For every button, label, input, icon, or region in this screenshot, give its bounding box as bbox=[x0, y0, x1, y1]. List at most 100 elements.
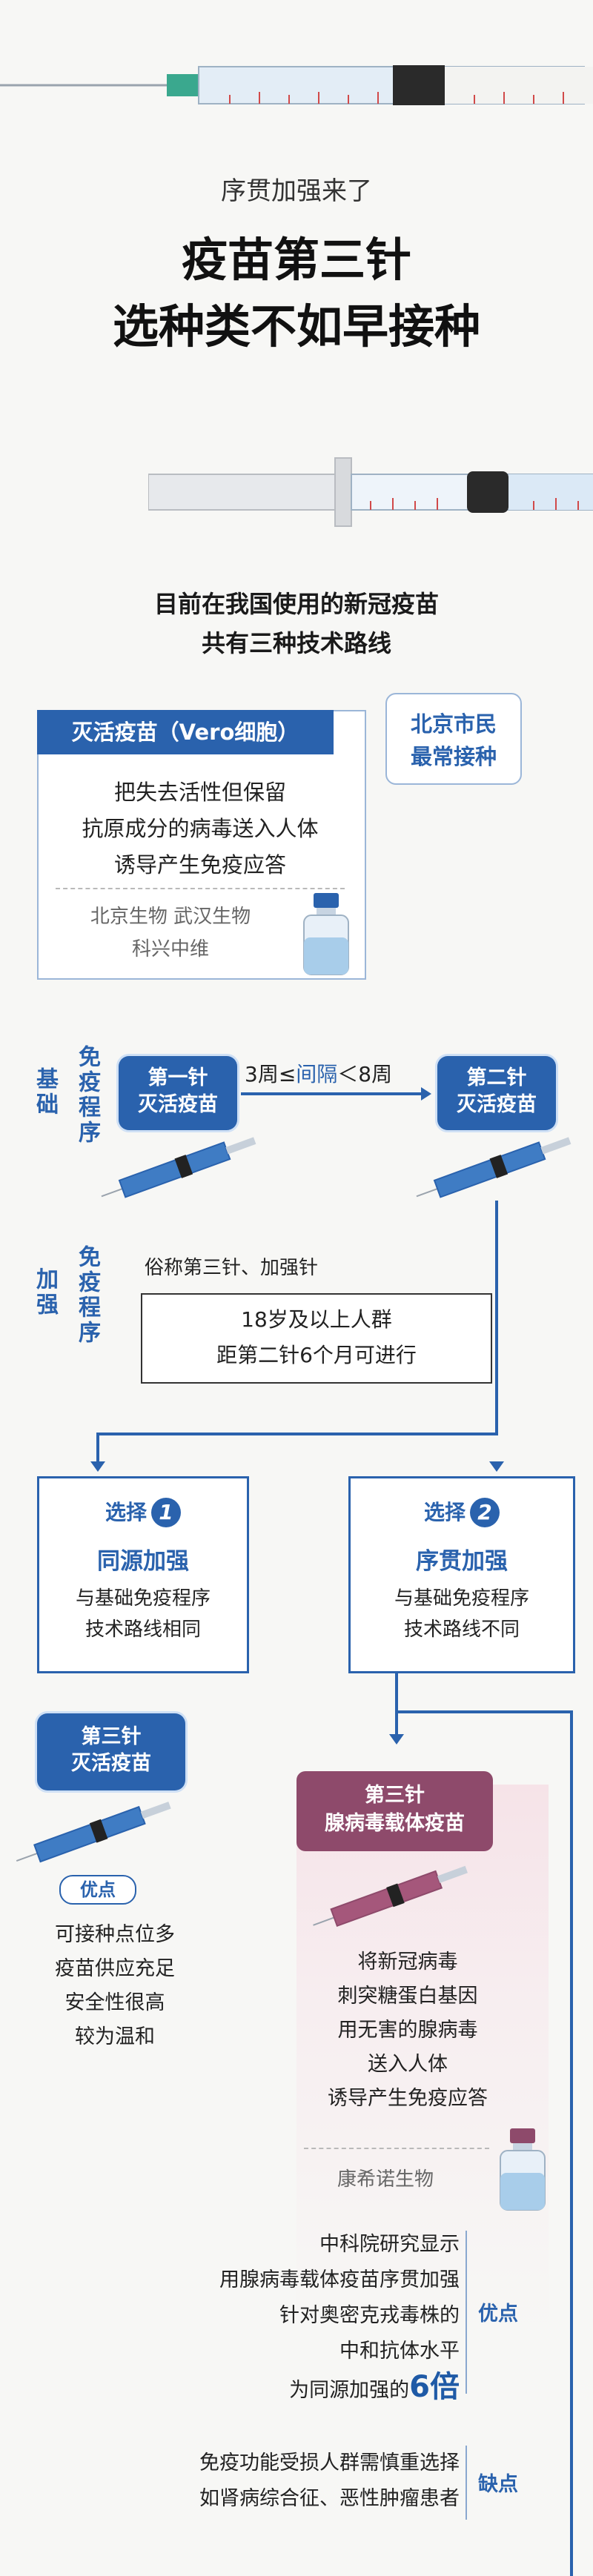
option2-study: 中科院研究显示 用腺病毒载体疫苗序贯加强 针对奥密克戎毒株的 中和抗体水平 为同… bbox=[104, 2227, 460, 2409]
option2-dose-line1: 第三针 bbox=[365, 1784, 425, 1807]
flow-arrow bbox=[389, 1734, 404, 1745]
option2-cons-tag: 缺点 bbox=[478, 2473, 518, 2496]
option1-pro-item: 较为温和 bbox=[75, 2025, 155, 2048]
option2-title: 序贯加强 bbox=[416, 1548, 508, 1575]
first-dose-line2: 灭活疫苗 bbox=[138, 1093, 218, 1117]
syringe-top-icon bbox=[0, 65, 593, 105]
option2-choose: 选择 bbox=[423, 1500, 466, 1524]
dose-interval: 3周≤间隔＜8周 bbox=[245, 1058, 392, 1088]
option2-study-line: 中和抗体水平 bbox=[339, 2340, 460, 2363]
option2-con-line: 如肾病综合征、恶性肿瘤患者 bbox=[199, 2487, 460, 2510]
first-dose-line1: 第一针 bbox=[148, 1066, 208, 1089]
header-subtitle: 序贯加强来了 bbox=[221, 176, 372, 206]
option2-mech-line: 刺突糖蛋白基因 bbox=[337, 1985, 478, 2008]
option1-choose: 选择 bbox=[105, 1500, 147, 1524]
option1-dose-line2: 灭活疫苗 bbox=[71, 1752, 151, 1776]
booster-condition-line: 距第二针6个月可进行 bbox=[216, 1343, 417, 1367]
option2-mech-line: 送入人体 bbox=[368, 2053, 448, 2076]
beijing-badge-line1: 北京市民 bbox=[410, 711, 497, 737]
option2-study-multiplier: 6倍 bbox=[409, 2370, 460, 2404]
vaccine-vial-icon bbox=[500, 2128, 546, 2211]
booster-condition-line: 18岁及以上人群 bbox=[241, 1307, 392, 1332]
option2-mechanism: 将新冠病毒 刺突糖蛋白基因 用无害的腺病毒 送入人体 诱导产生免疫应答 bbox=[296, 1945, 519, 2116]
syringe-small-icon bbox=[16, 1802, 171, 1863]
basic-label-right: 免疫程序 bbox=[74, 1045, 100, 1146]
option2-number: 2 bbox=[470, 1498, 500, 1527]
inactivated-desc-line: 把失去活性但保留 bbox=[113, 780, 286, 805]
inactivated-card-desc: 把失去活性但保留 抗原成分的病毒送入人体 诱导产生免疫应答 bbox=[37, 774, 363, 883]
option2-maker: 康希诺生物 bbox=[337, 2168, 434, 2191]
flow-arrow bbox=[489, 1461, 504, 1472]
option1-pro-item: 可接种点位多 bbox=[55, 1923, 175, 1946]
interval-prefix: 3周≤ bbox=[245, 1062, 296, 1086]
beijing-badge-line2: 最常接种 bbox=[410, 744, 497, 769]
syringe-small-icon bbox=[416, 1137, 572, 1198]
option2-mech-line: 将新冠病毒 bbox=[357, 1951, 458, 1974]
interval-suffix: ＜8周 bbox=[337, 1062, 393, 1086]
header-title-line1: 疫苗第三针 bbox=[181, 233, 411, 287]
flow-arrow bbox=[90, 1461, 105, 1472]
booster-condition-box: 18岁及以上人群 距第二针6个月可进行 bbox=[141, 1293, 492, 1384]
option1-pro-item: 安全性很高 bbox=[64, 1991, 165, 2014]
booster-label-right: 免疫程序 bbox=[74, 1245, 100, 1346]
option2-con-line: 免疫功能受损人群需慎重选择 bbox=[199, 2451, 460, 2474]
inactivated-divider bbox=[56, 888, 345, 889]
option1-pros-list: 可接种点位多 疫苗供应充足 安全性很高 较为温和 bbox=[15, 1918, 215, 2054]
inactivated-desc-line: 诱导产生免疫应答 bbox=[113, 852, 286, 877]
flow-line bbox=[96, 1433, 498, 1435]
option1-number: 1 bbox=[151, 1498, 181, 1527]
booster-label-left: 加强 bbox=[32, 1267, 58, 1318]
option2-desc-line: 与基础免疫程序 bbox=[394, 1587, 529, 1610]
second-dose-box: 第二针 灭活疫苗 bbox=[437, 1056, 556, 1130]
option2-cons-bracket bbox=[466, 2446, 467, 2520]
interval-arrow-line bbox=[241, 1092, 423, 1095]
option2-study-line: 针对奥密克戎毒株的 bbox=[279, 2304, 460, 2327]
option2-pros-bracket bbox=[466, 2231, 467, 2394]
inactivated-desc-line: 抗原成分的病毒送入人体 bbox=[82, 816, 319, 841]
second-dose-line1: 第二针 bbox=[466, 1066, 527, 1089]
second-dose-line2: 灭活疫苗 bbox=[457, 1093, 537, 1117]
maker-line: 科兴中维 bbox=[131, 938, 209, 960]
intro-line1: 目前在我国使用的新冠疫苗 bbox=[153, 590, 439, 618]
syringe-middle-icon bbox=[148, 457, 593, 527]
option2-desc-line: 技术路线不同 bbox=[403, 1619, 520, 1641]
intro-line2: 共有三种技术路线 bbox=[201, 629, 391, 657]
booster-alias: 俗称第三针、加强针 bbox=[145, 1257, 319, 1279]
inactivated-makers: 北京生物 武汉生物 科兴中维 bbox=[37, 900, 304, 966]
interval-mid: 间隔 bbox=[296, 1062, 338, 1086]
option2-cons: 免疫功能受损人群需慎重选择 如肾病综合征、恶性肿瘤患者 bbox=[74, 2446, 460, 2517]
basic-label-left: 基础 bbox=[32, 1067, 58, 1118]
option2-divider bbox=[304, 2148, 489, 2149]
option1-pro-item: 疫苗供应充足 bbox=[55, 1957, 175, 1980]
option1-title: 同源加强 bbox=[97, 1548, 189, 1575]
vaccine-vial-icon bbox=[303, 893, 349, 975]
option2-study-last: 为同源加强的 bbox=[289, 2379, 410, 2402]
first-dose-box: 第一针 灭活疫苗 bbox=[119, 1056, 237, 1130]
option1-dose-box: 第三针 灭活疫苗 bbox=[37, 1713, 185, 1790]
option1-pros-tag: 优点 bbox=[59, 1875, 136, 1905]
flow-line bbox=[570, 1710, 573, 2576]
flow-line bbox=[96, 1433, 99, 1462]
flow-line bbox=[395, 1671, 398, 1712]
interval-arrow-head bbox=[421, 1087, 431, 1101]
syringe-small-icon bbox=[101, 1137, 256, 1198]
header-title-line2: 选种类不如早接种 bbox=[112, 299, 480, 353]
option1-desc-line: 与基础免疫程序 bbox=[75, 1587, 211, 1610]
inactivated-card-tab: 灭活疫苗（Vero细胞） bbox=[37, 710, 334, 754]
option2-mech-line: 诱导产生免疫应答 bbox=[328, 2087, 488, 2110]
flow-line bbox=[495, 1201, 498, 1434]
maker-line: 北京生物 武汉生物 bbox=[90, 906, 251, 928]
option1-dose-line1: 第三针 bbox=[81, 1725, 142, 1748]
option2-mech-line: 用无害的腺病毒 bbox=[337, 2019, 478, 2042]
option1-desc-line: 技术路线相同 bbox=[85, 1619, 201, 1641]
syringe-purple-icon bbox=[313, 1865, 468, 1928]
beijing-badge: 北京市民 最常接种 bbox=[385, 693, 522, 785]
flow-line bbox=[395, 1710, 573, 1713]
option2-pros-tag: 优点 bbox=[478, 2303, 518, 2326]
option2-study-line: 中科院研究显示 bbox=[319, 2233, 460, 2256]
flow-line bbox=[395, 1710, 398, 1736]
option2-dose-box: 第三针 腺病毒载体疫苗 bbox=[296, 1771, 493, 1851]
option2-study-line: 用腺病毒载体疫苗序贯加强 bbox=[219, 2268, 460, 2291]
